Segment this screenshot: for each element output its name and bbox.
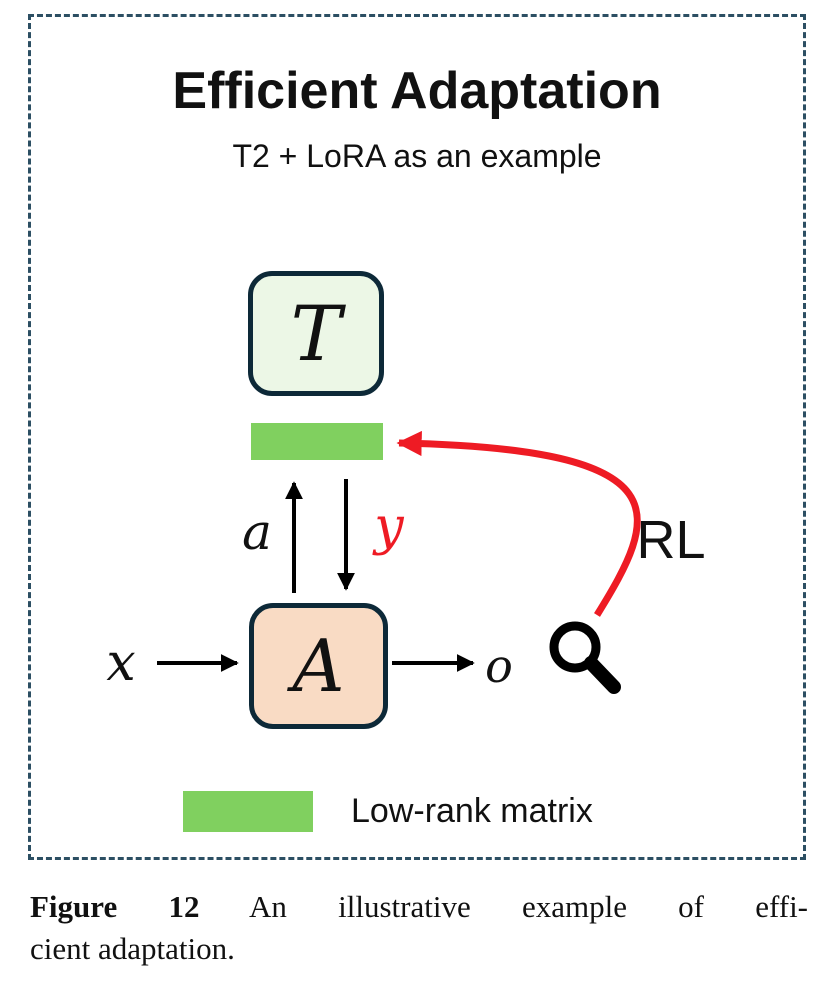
label-o: o (485, 639, 513, 693)
caption-figure-number: Figure 12 (30, 889, 200, 924)
tuner-node: T (248, 271, 384, 396)
figure-caption: Figure 12 An illustrative example of eff… (30, 886, 808, 970)
agent-node: A (249, 603, 388, 729)
diagram-dashed-frame: Efficient Adaptation T2 + LoRA as an exa… (28, 14, 806, 860)
low-rank-matrix-block (251, 423, 383, 460)
label-rl: RL (636, 510, 706, 570)
legend-swatch (183, 791, 313, 832)
legend-label: Low-rank matrix (351, 792, 593, 830)
script-A-label: A (292, 624, 345, 708)
rl-feedback-arrow (396, 430, 641, 617)
caption-line-1: Figure 12 An illustrative example of eff… (30, 886, 808, 928)
script-T-label: T (290, 288, 342, 378)
magnifier-icon (549, 621, 621, 694)
label-a: a (242, 503, 272, 561)
label-y: y (374, 497, 404, 557)
label-x: x (106, 633, 136, 693)
caption-text-1: An illustrative example of effi- (249, 889, 809, 924)
figure-subtitle: T2 + LoRA as an example (232, 138, 602, 174)
figure-title: Efficient Adaptation (172, 62, 662, 120)
caption-line-2: cient adaptation. (30, 931, 235, 966)
